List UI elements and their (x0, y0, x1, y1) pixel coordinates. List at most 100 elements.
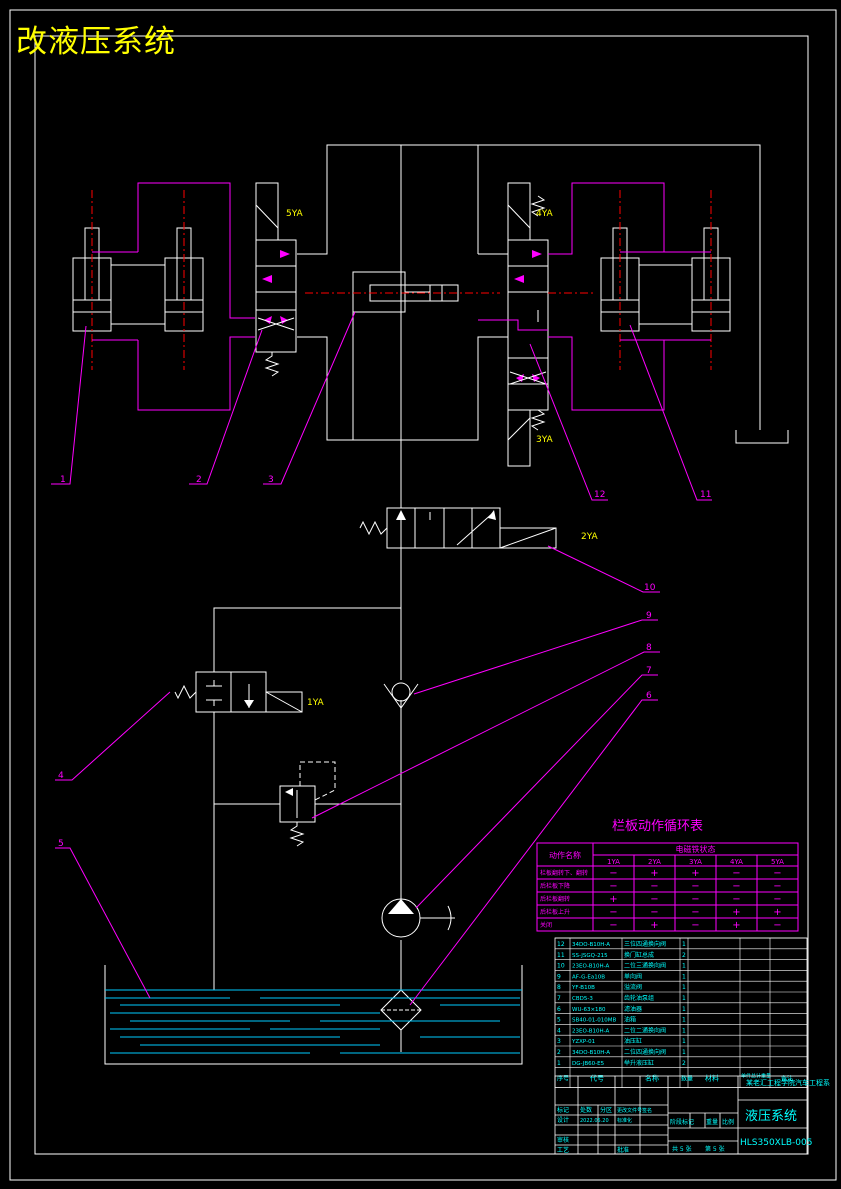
cycle-table-col-header: 5YA (771, 858, 784, 866)
parts-list-code: SS-JSGQ-215 (572, 953, 608, 959)
callout-10: 10 (644, 583, 656, 593)
cycle-table-cell: − (609, 868, 617, 879)
callout-8: 8 (646, 643, 652, 653)
parts-list-code: SB40-01-010MB (572, 1018, 616, 1024)
cycle-table-row-name: 后栏板翻转 (540, 895, 570, 903)
inner-frame (34, 35, 809, 1155)
callout-4: 4 (58, 771, 64, 781)
parts-list-name: 换门缸总成 (624, 951, 654, 959)
parts-list-name: 三位四通换向阀 (624, 940, 666, 948)
cycle-table-border (536, 842, 799, 932)
company-text: 某老汇工程学院汽车工程系 (746, 1078, 830, 1087)
parts-list-name: 举升液压缸 (624, 1059, 654, 1067)
tb-weight: 重量 (706, 1118, 718, 1126)
parts-list-qty: 1 (682, 1038, 686, 1045)
valve-2-five-ya (255, 182, 297, 377)
filter-6 (380, 989, 422, 1031)
parts-list-code: YZXP-01 (571, 1039, 595, 1045)
callout-11: 11 (700, 490, 711, 500)
cycle-table-row-name: 栏板翻转下、翻转 (540, 869, 588, 877)
cycle-table-cell: − (732, 894, 740, 905)
parts-header-no: 序号 (557, 1075, 569, 1083)
cycle-table-cell: + (691, 868, 699, 879)
parts-list-code: DG-JB60-E5 (572, 1061, 605, 1067)
parts-header-name: 名称 (645, 1074, 659, 1083)
parts-list-no: 12 (557, 941, 565, 948)
cycle-table-cell: − (691, 894, 699, 905)
tb-review: 审核 (557, 1136, 569, 1144)
tb-stage-mark: 阶段标记 (670, 1118, 694, 1126)
callout-12: 12 (594, 490, 605, 500)
tb-scale: 比例 (722, 1118, 734, 1126)
parts-list-qty: 2 (682, 952, 686, 959)
cycle-table-cell: − (773, 920, 781, 931)
cycle-table-cell: − (773, 881, 781, 892)
parts-list-qty: 1 (682, 984, 686, 991)
parts-list-name: 油压缸 (624, 1037, 642, 1045)
cycle-table-cell: − (650, 894, 658, 905)
title-block (554, 1075, 808, 1155)
parts-list-code: CBD5-3 (572, 996, 593, 1002)
parts-list-qty: 2 (682, 1060, 686, 1067)
parts-list-no: 10 (557, 963, 565, 970)
label-3ya: 3YA (536, 435, 554, 445)
gear-pump-7 (381, 898, 455, 938)
parts-list-no: 11 (557, 952, 565, 959)
parts-list-qty: 1 (682, 995, 686, 1002)
parts-list-qty: 1 (682, 941, 686, 948)
callout-1: 1 (60, 475, 66, 485)
tb-design: 设计 (557, 1116, 569, 1124)
parts-header-material: 材料 (705, 1074, 719, 1083)
cycle-table-cell: − (650, 881, 658, 892)
label-4ya: 4YA (536, 209, 554, 219)
cycle-table-col-header: 1YA (607, 858, 620, 866)
callout-7: 7 (646, 666, 652, 676)
cycle-table-cell: + (650, 868, 658, 879)
parts-list-no: 6 (557, 1006, 561, 1013)
parts-list-no: 2 (557, 1049, 561, 1056)
cycle-table-col-header: 2YA (648, 858, 661, 866)
cycle-table-col-header: 3YA (689, 858, 702, 866)
tb-mark: 标记 (557, 1106, 569, 1114)
cycle-table-cell: + (732, 907, 740, 918)
parts-list-name: 溢流阀 (624, 983, 642, 991)
callout-9: 9 (646, 611, 652, 621)
check-valve-9 (383, 682, 419, 709)
parts-list-code: 23EO-B10H-A (572, 1028, 610, 1034)
tb-count: 处数 (580, 1106, 592, 1114)
drawing-number: HLS350XLB-005 (740, 1138, 812, 1148)
parts-list-name: 二位二通换向阀 (624, 1026, 666, 1034)
label-2ya: 2YA (581, 532, 599, 542)
oil-tank-5 (104, 965, 523, 1065)
parts-list-code: AF-G-Ea10B (572, 974, 605, 980)
tb-sheets: 共 5 张 (672, 1145, 692, 1153)
cycle-table-cell: − (732, 868, 740, 879)
parts-list-code: 34DO-B10H-A (572, 942, 610, 948)
valve-10-two-ya (359, 507, 557, 549)
cycle-table-cell: + (609, 894, 617, 905)
parts-header-qty: 数量 (681, 1075, 693, 1083)
cycle-table-title: 栏板动作循环表 (612, 819, 703, 834)
center-cylinder (352, 271, 459, 313)
parts-list-name: 齿轮油泵组 (624, 994, 654, 1002)
tb-sheet-no: 第 5 张 (705, 1145, 725, 1153)
parts-list-qty: 1 (682, 1049, 686, 1056)
callout-2: 2 (196, 475, 202, 485)
cycle-table-cell: + (732, 920, 740, 931)
parts-list-name: 油箱 (624, 1016, 636, 1024)
parts-list-no: 4 (557, 1027, 561, 1034)
parts-header-code: 代号 (590, 1074, 604, 1083)
drawing-name: 液压系统 (745, 1109, 797, 1124)
tb-process: 工艺 (557, 1146, 569, 1154)
tb-standard: 标准化 (617, 1117, 632, 1124)
cycle-table-cell: − (691, 920, 699, 931)
parts-list-no: 9 (557, 973, 561, 980)
tb-designer-date: 2022.05.20 (580, 1118, 609, 1124)
valve-4-one-ya (174, 671, 303, 713)
parts-header-remark: 备注 (781, 1075, 793, 1083)
cycle-table-cell: − (691, 907, 699, 918)
callout-6: 6 (646, 691, 652, 701)
